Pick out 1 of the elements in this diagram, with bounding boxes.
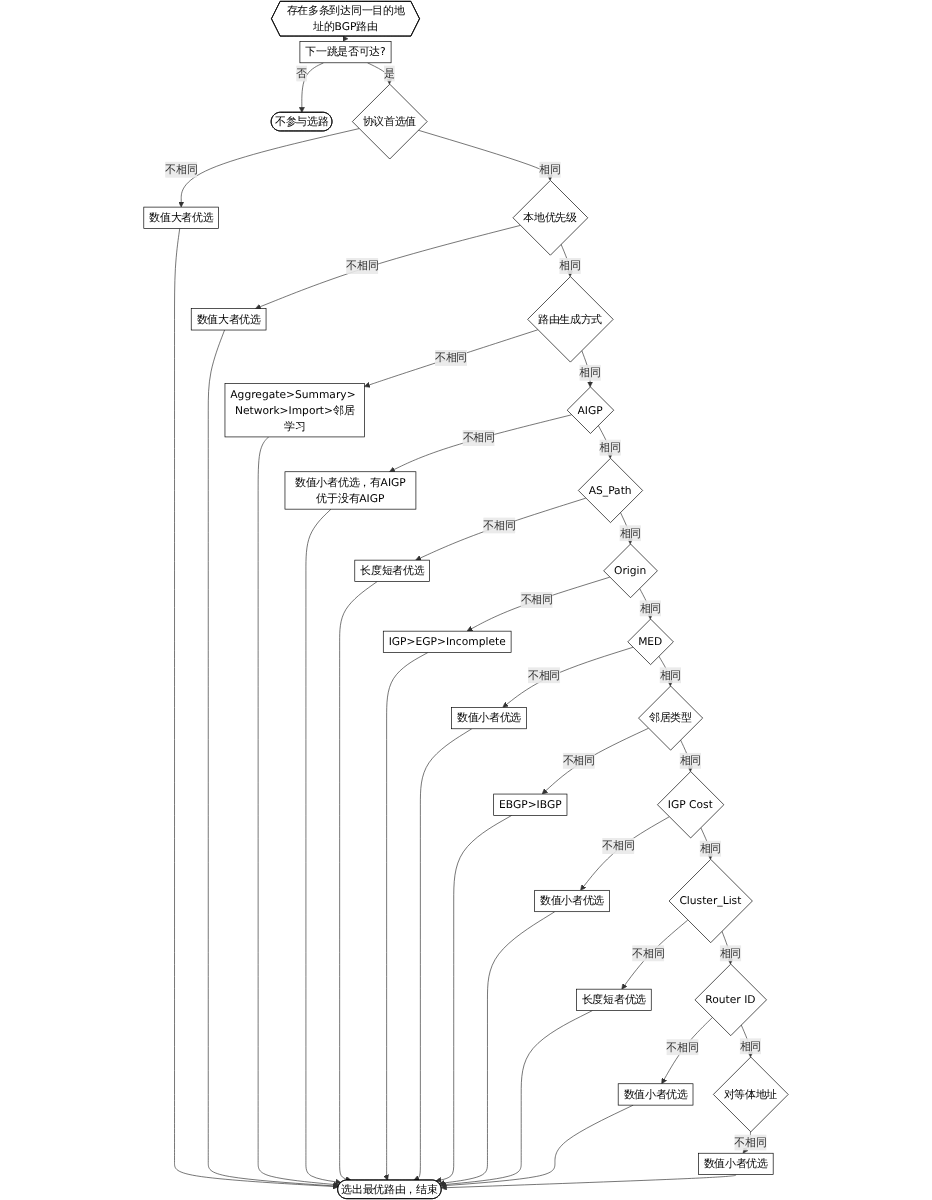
arrow <box>342 35 349 42</box>
